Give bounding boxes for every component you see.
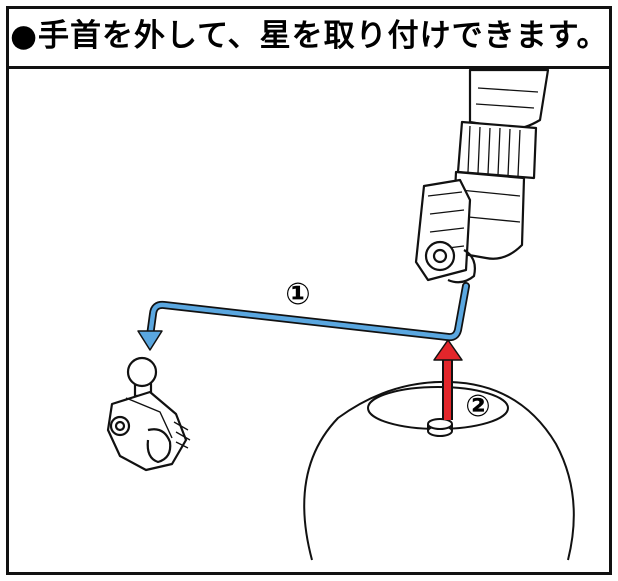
step1-arrow xyxy=(137,282,470,351)
step2-arrow xyxy=(433,339,463,420)
title-divider xyxy=(6,66,612,69)
step1-label: ① xyxy=(285,277,310,312)
detached-wrist-part xyxy=(106,356,191,472)
instruction-title: ●手首を外して、星を取り付けできます。 xyxy=(10,18,609,54)
robot-arm xyxy=(414,68,550,284)
step2-label: ② xyxy=(465,389,490,424)
sphere-base xyxy=(303,380,575,561)
